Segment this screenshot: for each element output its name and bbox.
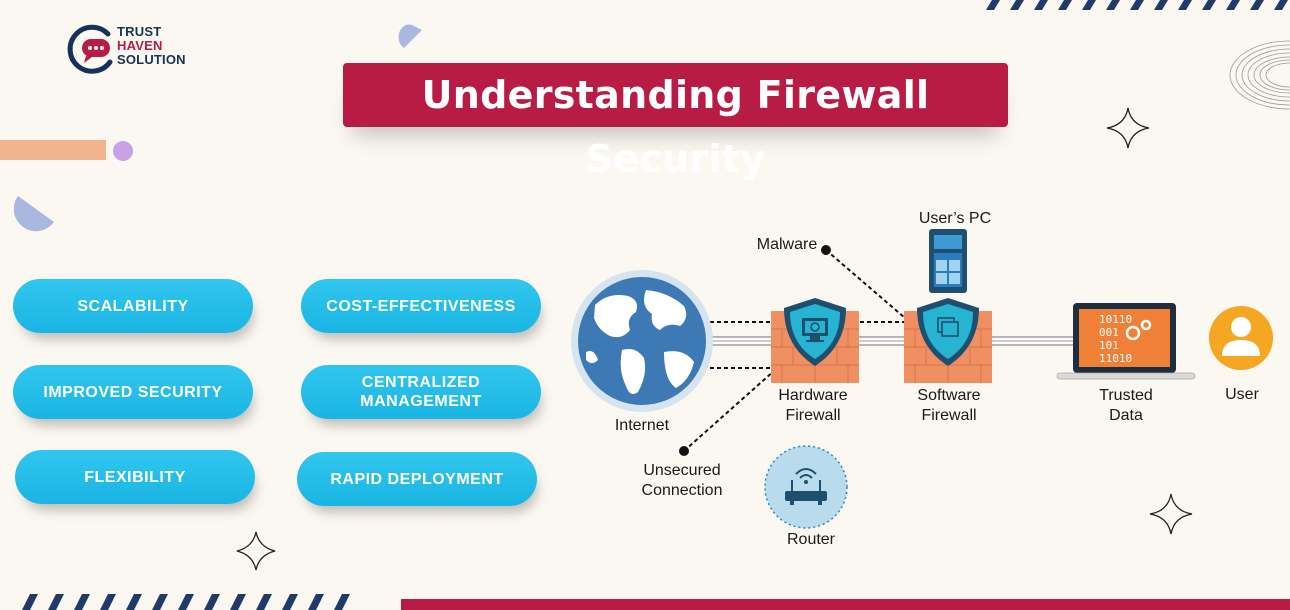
users-pc-icon [929, 229, 967, 293]
user-avatar-icon [1209, 306, 1273, 370]
label-router: Router [786, 531, 836, 548]
network-line [699, 336, 1101, 346]
decor-half-circle-top [398, 24, 422, 48]
label-internet: Internet [614, 417, 670, 434]
dashed-connections [683, 249, 906, 452]
brand-line-3: SOLUTION [117, 52, 186, 67]
router-icon [764, 445, 848, 529]
label-hardware-firewall: Hardware Firewall [778, 387, 848, 424]
label-software-firewall: Software Firewall [917, 387, 981, 424]
decor-lilac-dot [113, 141, 133, 161]
label-users-pc: User’s PC [918, 210, 992, 227]
benefit-improved-security: IMPROVED SECURITY [13, 365, 253, 419]
laptop-icon: 10110 001 101 11010 [1056, 303, 1196, 380]
label-unsecured-connection: Unsecured Connection [641, 462, 723, 499]
brand-logo[interactable]: TRUST HAVEN SOLUTION [68, 24, 198, 76]
unsecured-point [679, 446, 689, 456]
malware-point [821, 245, 831, 255]
hardware-firewall-icon [771, 298, 859, 383]
label-trusted-data: Trusted Data [1099, 387, 1153, 424]
decor-peach-bar [0, 140, 106, 160]
brand-name: TRUST HAVEN SOLUTION [117, 25, 186, 67]
footer-accent-bar [401, 599, 1290, 610]
benefit-scalability: SCALABILITY [13, 279, 253, 333]
top-stripes [986, 0, 1288, 10]
gear-icon [1125, 319, 1152, 341]
benefit-cost-effectiveness: COST-EFFECTIVENESS [301, 279, 541, 333]
bottom-stripes [22, 594, 350, 610]
label-malware: Malware [756, 236, 818, 253]
brand-logo-icon [67, 24, 113, 74]
binary-line-3: 101 [1099, 339, 1119, 352]
benefit-centralized-management: CENTRALIZED MANAGEMENT [301, 365, 541, 419]
benefit-rapid-deployment: RAPID DEPLOYMENT [297, 452, 537, 506]
benefit-flexibility: FLEXIBILITY [15, 450, 255, 504]
decor-ripples [1229, 40, 1290, 110]
page-title: Understanding Firewall Security [343, 63, 1008, 181]
software-firewall-icon [904, 298, 992, 383]
brand-line-1: TRUST [117, 24, 162, 39]
sparkle-icon [236, 107, 1193, 571]
label-user: User [1225, 386, 1259, 403]
binary-line-4: 11010 [1099, 352, 1132, 365]
brand-line-2: HAVEN [117, 38, 163, 53]
binary-line-1: 10110 [1099, 313, 1132, 326]
binary-line-2: 001 [1099, 326, 1119, 339]
globe-icon [571, 270, 713, 412]
decor-half-circle-left [13, 196, 54, 232]
